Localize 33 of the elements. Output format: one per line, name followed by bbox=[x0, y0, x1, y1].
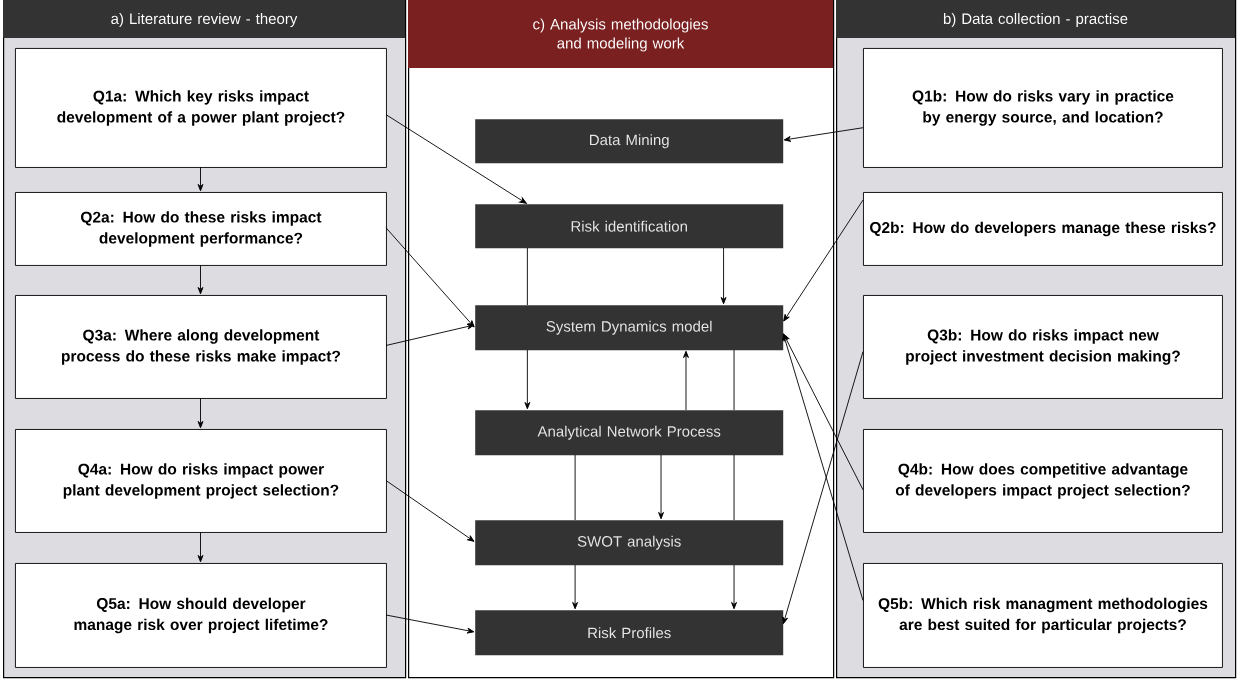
arrow bbox=[385, 323, 475, 346]
arrow bbox=[783, 127, 864, 142]
arrow bbox=[385, 480, 475, 542]
arrow bbox=[731, 564, 737, 610]
arrow bbox=[658, 454, 664, 520]
arrow bbox=[524, 349, 531, 410]
question-box: Q5b: Which risk managment methodologies are best suited for particular projects? bbox=[863, 563, 1223, 668]
question-box: Q3b: How do risks impact new project investment decision making? bbox=[863, 295, 1223, 399]
arrow bbox=[197, 531, 204, 563]
question-box: Q3a: Where along development process do these risks make impact? bbox=[15, 295, 387, 399]
arrow bbox=[783, 199, 864, 322]
arrow bbox=[385, 114, 527, 204]
arrow bbox=[720, 247, 727, 305]
question-box: Q2a: How do these risks impact development performance? bbox=[15, 192, 387, 266]
method-box: Risk identification bbox=[475, 204, 784, 249]
method-box: Risk Profiles bbox=[475, 610, 784, 656]
arrow bbox=[197, 264, 204, 295]
arrow bbox=[572, 564, 579, 610]
arrow bbox=[197, 166, 204, 192]
arrow bbox=[197, 397, 204, 429]
question-box: Q5a: How should developer manage risk over project lifetime? bbox=[15, 563, 387, 668]
method-box: System Dynamics model bbox=[475, 305, 784, 351]
question-box: Q1a: Which key risks impact development of a power plant project? bbox=[15, 48, 387, 168]
question-box: Q2b: How do developers manage these risks? bbox=[863, 192, 1223, 266]
arrow bbox=[783, 333, 864, 491]
arrow bbox=[385, 614, 475, 634]
question-box: Q1b: How do risks vary in practice by energy source, and location? bbox=[863, 48, 1223, 168]
method-box: Data Mining bbox=[475, 119, 784, 164]
arrow bbox=[683, 350, 689, 411]
question-box: Q4a: How do risks impact power plant development project selection? bbox=[15, 429, 387, 533]
method-box: SWOT analysis bbox=[475, 520, 784, 566]
method-box: Analytical Network Process bbox=[475, 410, 784, 456]
question-box: Q4b: How does competitive advantage of developers impact project selection? bbox=[863, 429, 1223, 533]
